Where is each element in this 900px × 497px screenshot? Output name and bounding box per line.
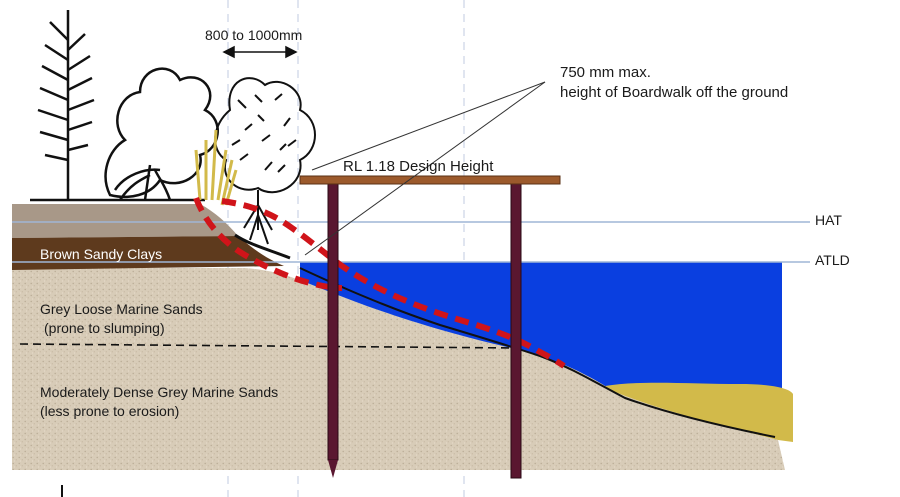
pile-right	[510, 177, 522, 479]
dimension-arrow	[222, 45, 298, 59]
design-height-label: RL 1.18 Design Height	[343, 158, 494, 175]
grey-dense-note: (less prone to erosion)	[40, 403, 180, 419]
brown-clay-label: Brown Sandy Clays	[40, 246, 163, 262]
slump-line-upper	[221, 198, 566, 369]
callout-line-2: height of Boardwalk off the ground	[560, 84, 789, 101]
callout-line-1: 750 mm max.	[560, 64, 651, 81]
grey-loose-label: Grey Loose Marine Sands	[40, 301, 203, 317]
grey-dense-label: Moderately Dense Grey Marine Sands	[40, 384, 279, 400]
callout-lines	[304, 81, 546, 256]
reeds-icon	[194, 129, 238, 206]
layer-boundary-dashed	[19, 343, 521, 349]
atld-label: ATLD	[815, 252, 850, 268]
pile-left	[327, 177, 339, 461]
shrub-icon	[104, 67, 219, 201]
dimension-label: 800 to 1000mm	[205, 27, 303, 43]
sand-ground	[12, 268, 785, 470]
pile-left-tip	[328, 460, 338, 478]
seabed-sand-patch	[605, 382, 793, 442]
grey-loose-note: (prone to slumping)	[44, 320, 165, 336]
boardwalk-deck	[299, 175, 561, 185]
topsoil-layer	[12, 204, 238, 238]
hat-label: HAT	[815, 212, 842, 228]
tall-tree-icon	[37, 10, 95, 200]
slump-line-lower	[193, 196, 343, 291]
seabed-line	[299, 267, 776, 438]
mangrove-shrub-icon	[214, 77, 316, 260]
